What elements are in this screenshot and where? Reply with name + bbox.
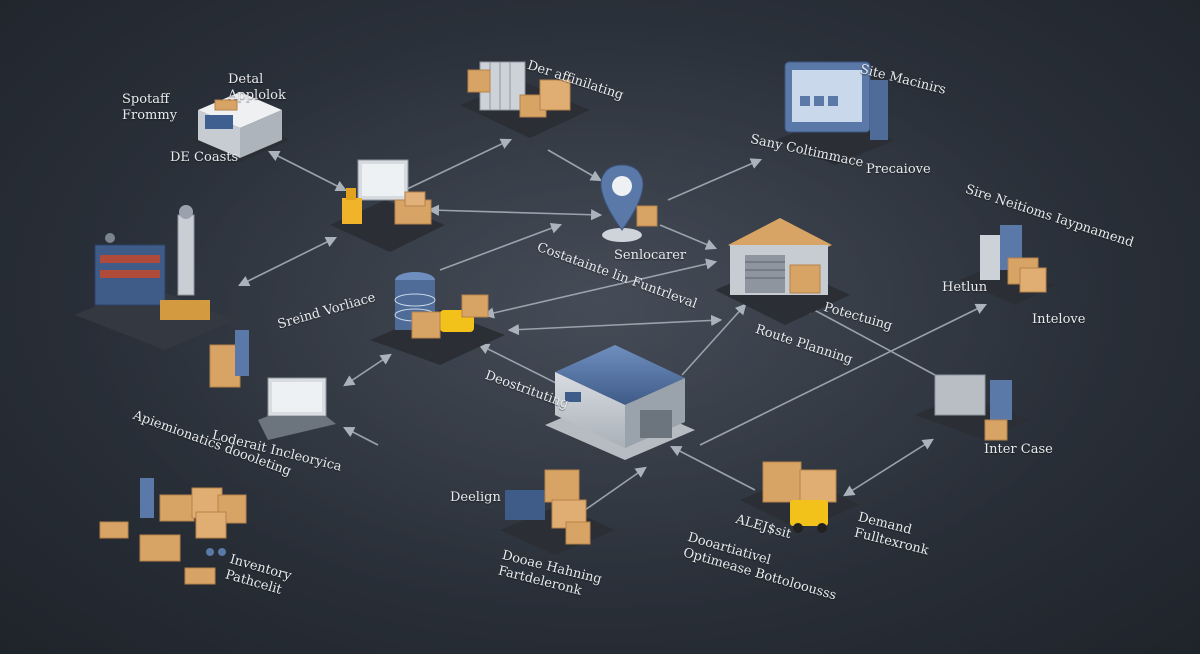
- connector-server-to-warehouse-b: [507, 314, 723, 336]
- connector-building-to-conveyor-top: [699, 303, 988, 446]
- connector-pin-to-monitor: [667, 158, 763, 201]
- label-deelign: Deelign: [450, 490, 501, 505]
- connector-building-to-demand: [670, 445, 756, 491]
- connector-warehouse-to-conveyor: [803, 303, 936, 376]
- retail-store-node: [190, 92, 290, 162]
- connector-robot-to-pin: [427, 204, 603, 221]
- storage-rack-node: [915, 374, 1030, 441]
- label-precaiove: Precaiove: [866, 162, 931, 177]
- connector-server-to-pin: [439, 222, 563, 271]
- connector-robot-to-affinilating: [404, 138, 513, 191]
- connector-pin-to-warehouse: [659, 224, 718, 250]
- central-warehouse-node: [545, 345, 695, 460]
- connector-laptop-arrow: [343, 426, 379, 446]
- server-vehicle-node: [370, 272, 505, 365]
- connector-affinilating-to-pin: [547, 149, 602, 182]
- monitor-node: [775, 61, 895, 165]
- connector-building-to-warehouse: [681, 303, 747, 376]
- connector-server-to-laptop: [343, 353, 392, 387]
- label-de-coasts: DE Coasts: [170, 150, 239, 165]
- conveyor-node: [960, 225, 1055, 305]
- label-inter-case: Inter Case: [984, 442, 1053, 457]
- connector-server-to-warehouse-a: [482, 258, 718, 319]
- connector-factory-to-robot: [237, 236, 338, 287]
- demand-truck-node: [740, 461, 860, 533]
- label-retail-applock: Detal Applolok: [228, 72, 286, 103]
- laptop-node: [209, 330, 336, 440]
- connector-server-to-building: [477, 343, 561, 386]
- factory-node: [75, 205, 235, 350]
- location-pin-node: [600, 164, 658, 242]
- connector-delivery-to-building: [584, 466, 647, 511]
- label-intelove: Intelove: [1032, 312, 1086, 327]
- label-hetlun: Hetlun: [942, 280, 988, 295]
- delivery-truck-node: [500, 469, 615, 555]
- warehouse-node: [715, 218, 850, 325]
- distribution-shelves-node: [460, 61, 590, 138]
- connector-retail-to-robot: [268, 150, 347, 192]
- inventory-pallets-node: [99, 478, 247, 585]
- connector-demand-to-storage: [843, 438, 934, 497]
- robot-station-node: [330, 159, 445, 252]
- label-senlocarer: Senlocarer: [614, 248, 687, 263]
- label-spotaff-frommy: Spotaff Frommy: [122, 92, 178, 123]
- connectors: [237, 138, 988, 511]
